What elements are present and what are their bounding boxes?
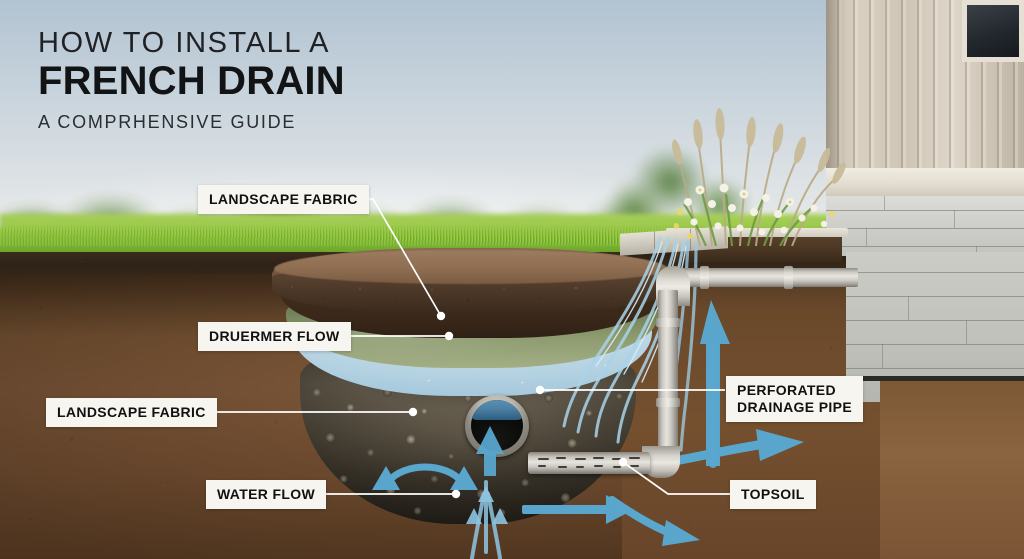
- pipe-collar-vertical-1: [656, 318, 680, 327]
- title-line-2: FRENCH DRAIN: [38, 59, 345, 104]
- callout-druermer-flow[interactable]: DRUERMER FLOW: [198, 322, 351, 352]
- pipe-collar-top-2: [784, 266, 793, 289]
- house-corner-shadow: [826, 0, 846, 205]
- title-subtitle: A COMPRHENSIVE GUIDE: [38, 111, 297, 132]
- title-line-1: HOW TO INSTALL A: [38, 27, 331, 59]
- house-trim-band: [826, 168, 1024, 198]
- bottom-outflow-arrow: [608, 496, 700, 546]
- upward-drainage-arrow: [700, 300, 730, 468]
- callout-landscape-fabric-mid[interactable]: LANDSCAPE FABRIC: [46, 398, 217, 428]
- callout-landscape-fabric-top[interactable]: LANDSCAPE FABRIC: [198, 185, 369, 215]
- pipe-collar-top-1: [700, 266, 709, 289]
- perforated-drainage-pipe-section: [528, 452, 650, 474]
- horizontal-drain-pipe-top: [668, 268, 858, 287]
- vertical-downspout-pipe: [658, 290, 678, 460]
- callout-water-flow[interactable]: WATER FLOW: [206, 480, 327, 510]
- white-flowers: [674, 183, 835, 239]
- water-inside-pipe: [471, 400, 523, 420]
- foundation-footing-line: [846, 376, 1024, 381]
- callout-topsoil[interactable]: TOPSOIL: [730, 480, 816, 510]
- callout-perforated-drainage-pipe[interactable]: PERFORATED DRAINAGE PIPE: [726, 376, 864, 423]
- pipe-collar-vertical-2: [656, 398, 680, 407]
- page-title: HOW TO INSTALL A FRENCH DRAIN A COMPRHEN…: [38, 28, 508, 133]
- house-stone-foundation: [826, 196, 1024, 256]
- house-window: [962, 0, 1024, 62]
- soil-right-of-footing: [880, 381, 1024, 559]
- topsoil-cap-surface: [274, 250, 668, 284]
